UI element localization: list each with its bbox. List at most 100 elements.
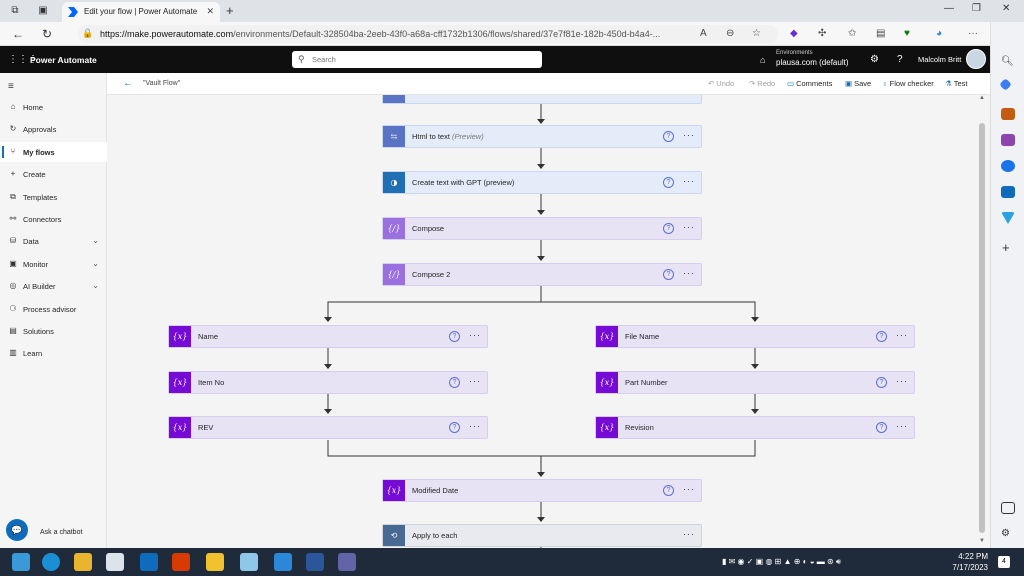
outlook-taskbar-icon[interactable] xyxy=(140,553,158,571)
notification-badge[interactable]: 4 xyxy=(998,556,1010,568)
redo-button[interactable]: ↷Redo xyxy=(749,79,775,88)
system-tray-icons[interactable]: ▮ ✉ ◉ ✓ ▣ ◍ ⊞ ▲ ⊕ ◐ ◒ ▬ ⊛ 🔊︎ xyxy=(722,557,841,566)
user-name[interactable]: Malcolm Britt xyxy=(918,55,962,64)
sticky-notes-icon[interactable] xyxy=(206,553,224,571)
url-field[interactable]: 🔒 https://make.powerautomate.com/environ… xyxy=(78,25,778,43)
teams-icon[interactable] xyxy=(338,553,356,571)
word-icon[interactable] xyxy=(306,553,324,571)
sidebar-item-ai-builder[interactable]: ◎AI Builder⌄ xyxy=(0,276,107,296)
flow-step-modified-date[interactable]: {x} Modified Date ? ··· xyxy=(382,479,702,502)
snipping-tool-icon[interactable] xyxy=(274,553,292,571)
chevron-down-icon[interactable]: ⌄ xyxy=(92,236,99,246)
help-icon[interactable]: ? xyxy=(449,422,460,433)
flow-step-compose[interactable]: {/} Compose ? ··· xyxy=(382,217,702,240)
back-arrow-icon[interactable]: ← xyxy=(12,27,24,41)
help-icon[interactable]: ? xyxy=(663,269,674,280)
search-box[interactable]: ⚲ xyxy=(292,51,542,68)
comments-button[interactable]: ▭Comments xyxy=(787,79,832,88)
favorites-icon[interactable]: ✩ xyxy=(848,28,857,39)
restore-icon[interactable]: ❐ xyxy=(972,3,981,14)
refresh-icon[interactable]: ↻ xyxy=(42,27,53,41)
help-icon[interactable]: ? xyxy=(663,177,674,188)
help-icon[interactable]: ? xyxy=(876,377,887,388)
settings-more-icon[interactable]: ··· xyxy=(968,28,978,39)
save-button[interactable]: ▣Save xyxy=(845,79,871,88)
extension-icon[interactable]: ◆ xyxy=(790,28,798,39)
test-button[interactable]: ⚗Test xyxy=(945,79,968,88)
app-launcher-icon[interactable]: ⋮⋮⋮ xyxy=(8,54,38,65)
scroll-thumb[interactable] xyxy=(979,123,985,533)
store-icon[interactable] xyxy=(106,553,124,571)
hide-sidebar-icon[interactable] xyxy=(1001,502,1015,514)
help-icon[interactable]: ? xyxy=(449,377,460,388)
more-options-icon[interactable]: ··· xyxy=(683,268,695,278)
outlook-icon[interactable] xyxy=(1001,186,1015,198)
sidebar-item-solutions[interactable]: ▤Solutions xyxy=(0,321,107,341)
extensions-puzzle-icon[interactable]: ✣ xyxy=(818,28,827,39)
taskbar-clock[interactable]: 4:22 PM 7/17/2023 xyxy=(948,551,988,573)
help-icon[interactable]: ? xyxy=(876,331,887,342)
sidebar-settings-icon[interactable]: ⚙ xyxy=(1001,528,1010,539)
sidebar-item-learn[interactable]: ▥Learn xyxy=(0,343,107,363)
microsoft-365-icon[interactable] xyxy=(1001,160,1015,172)
favorite-star-icon[interactable]: ☆ xyxy=(752,28,761,39)
help-icon[interactable]: ? xyxy=(663,223,674,234)
games-icon[interactable] xyxy=(1001,134,1015,146)
tab-actions-icon[interactable]: ▣ xyxy=(38,5,48,16)
sidebar-item-home[interactable]: ⌂Home xyxy=(0,97,107,117)
close-window-icon[interactable]: ✕ xyxy=(1002,3,1011,14)
chevron-down-icon[interactable]: ⌄ xyxy=(92,258,99,268)
shopping-icon[interactable] xyxy=(999,78,1012,91)
avatar[interactable] xyxy=(966,49,986,69)
help-icon[interactable]: ? xyxy=(876,422,887,433)
flow-step-file-name[interactable]: {x} File Name ? ··· xyxy=(595,325,915,348)
flow-step-compose-2[interactable]: {/} Compose 2 ? ··· xyxy=(382,263,702,286)
more-options-icon[interactable]: ··· xyxy=(896,421,908,431)
scroll-down-icon[interactable]: ▼ xyxy=(979,538,985,544)
more-options-icon[interactable]: ··· xyxy=(469,330,481,340)
help-icon[interactable]: ? xyxy=(449,331,460,342)
flow-step-rev[interactable]: {x} REV ? ··· xyxy=(168,416,488,439)
windows-start-icon[interactable] xyxy=(12,553,30,571)
add-sidebar-app-icon[interactable]: + xyxy=(1002,240,1010,255)
collections-icon[interactable]: ▤ xyxy=(876,28,886,39)
canvas-scrollbar[interactable]: ▲ ▼ xyxy=(976,95,988,548)
read-aloud-icon[interactable]: A xyxy=(700,28,707,39)
chatbot-label[interactable]: Ask a chatbot xyxy=(40,529,83,536)
search-input[interactable] xyxy=(312,53,532,65)
sidebar-item-templates[interactable]: ⧉Templates xyxy=(0,187,107,207)
flow-checker-button[interactable]: ♁Flow checker xyxy=(882,79,934,88)
chevron-down-icon[interactable]: ⌄ xyxy=(92,281,99,291)
help-icon[interactable]: ? xyxy=(897,54,903,65)
new-tab-button[interactable]: + xyxy=(226,3,234,18)
zoom-icon[interactable]: ⊖ xyxy=(726,28,735,39)
scroll-up-icon[interactable]: ▲ xyxy=(979,95,985,101)
brand-title[interactable]: Power Automate xyxy=(30,55,97,65)
edge-taskbar-icon[interactable] xyxy=(42,553,60,571)
minimize-icon[interactable]: — xyxy=(944,3,954,14)
flow-step-apply-to-each[interactable]: ⟲ Apply to each ··· xyxy=(382,524,702,547)
help-icon[interactable]: ? xyxy=(663,131,674,142)
close-tab-icon[interactable]: ✕ xyxy=(206,6,214,16)
profile-icon[interactable]: ◕ xyxy=(936,28,943,39)
more-options-icon[interactable]: ··· xyxy=(469,421,481,431)
file-explorer-icon[interactable] xyxy=(74,553,92,571)
sidebar-item-connectors[interactable]: ⚯Connectors xyxy=(0,209,107,229)
sidebar-item-monitor[interactable]: ▣Monitor⌄ xyxy=(0,254,107,274)
sidebar-item-my-flows[interactable]: ⑂My flows xyxy=(0,141,107,162)
hamburger-menu-icon[interactable]: ≡ xyxy=(8,81,14,92)
undo-button[interactable]: ↶Undo xyxy=(708,79,734,88)
flow-step-name[interactable]: {x} Name ? ··· xyxy=(168,325,488,348)
more-options-icon[interactable]: ··· xyxy=(683,529,695,539)
sidebar-item-approvals[interactable]: ↻Approvals xyxy=(0,119,107,139)
sidebar-item-process-advisor[interactable]: ⚆Process advisor xyxy=(0,299,107,319)
more-options-icon[interactable]: ··· xyxy=(683,222,695,232)
sidebar-item-data[interactable]: ⛁Data⌄ xyxy=(0,231,107,251)
more-options-icon[interactable]: ··· xyxy=(683,176,695,186)
flow-step-create-text-gpt[interactable]: ◑ Create text with GPT (preview) ? ··· xyxy=(382,171,702,194)
chatbot-icon[interactable]: 💬 xyxy=(6,519,28,541)
flow-step-item-no[interactable]: {x} Item No ? ··· xyxy=(168,371,488,394)
tools-icon[interactable] xyxy=(1001,108,1015,120)
sidebar-item-create[interactable]: +Create xyxy=(0,164,107,184)
settings-gear-icon[interactable]: ⚙ xyxy=(870,54,879,65)
